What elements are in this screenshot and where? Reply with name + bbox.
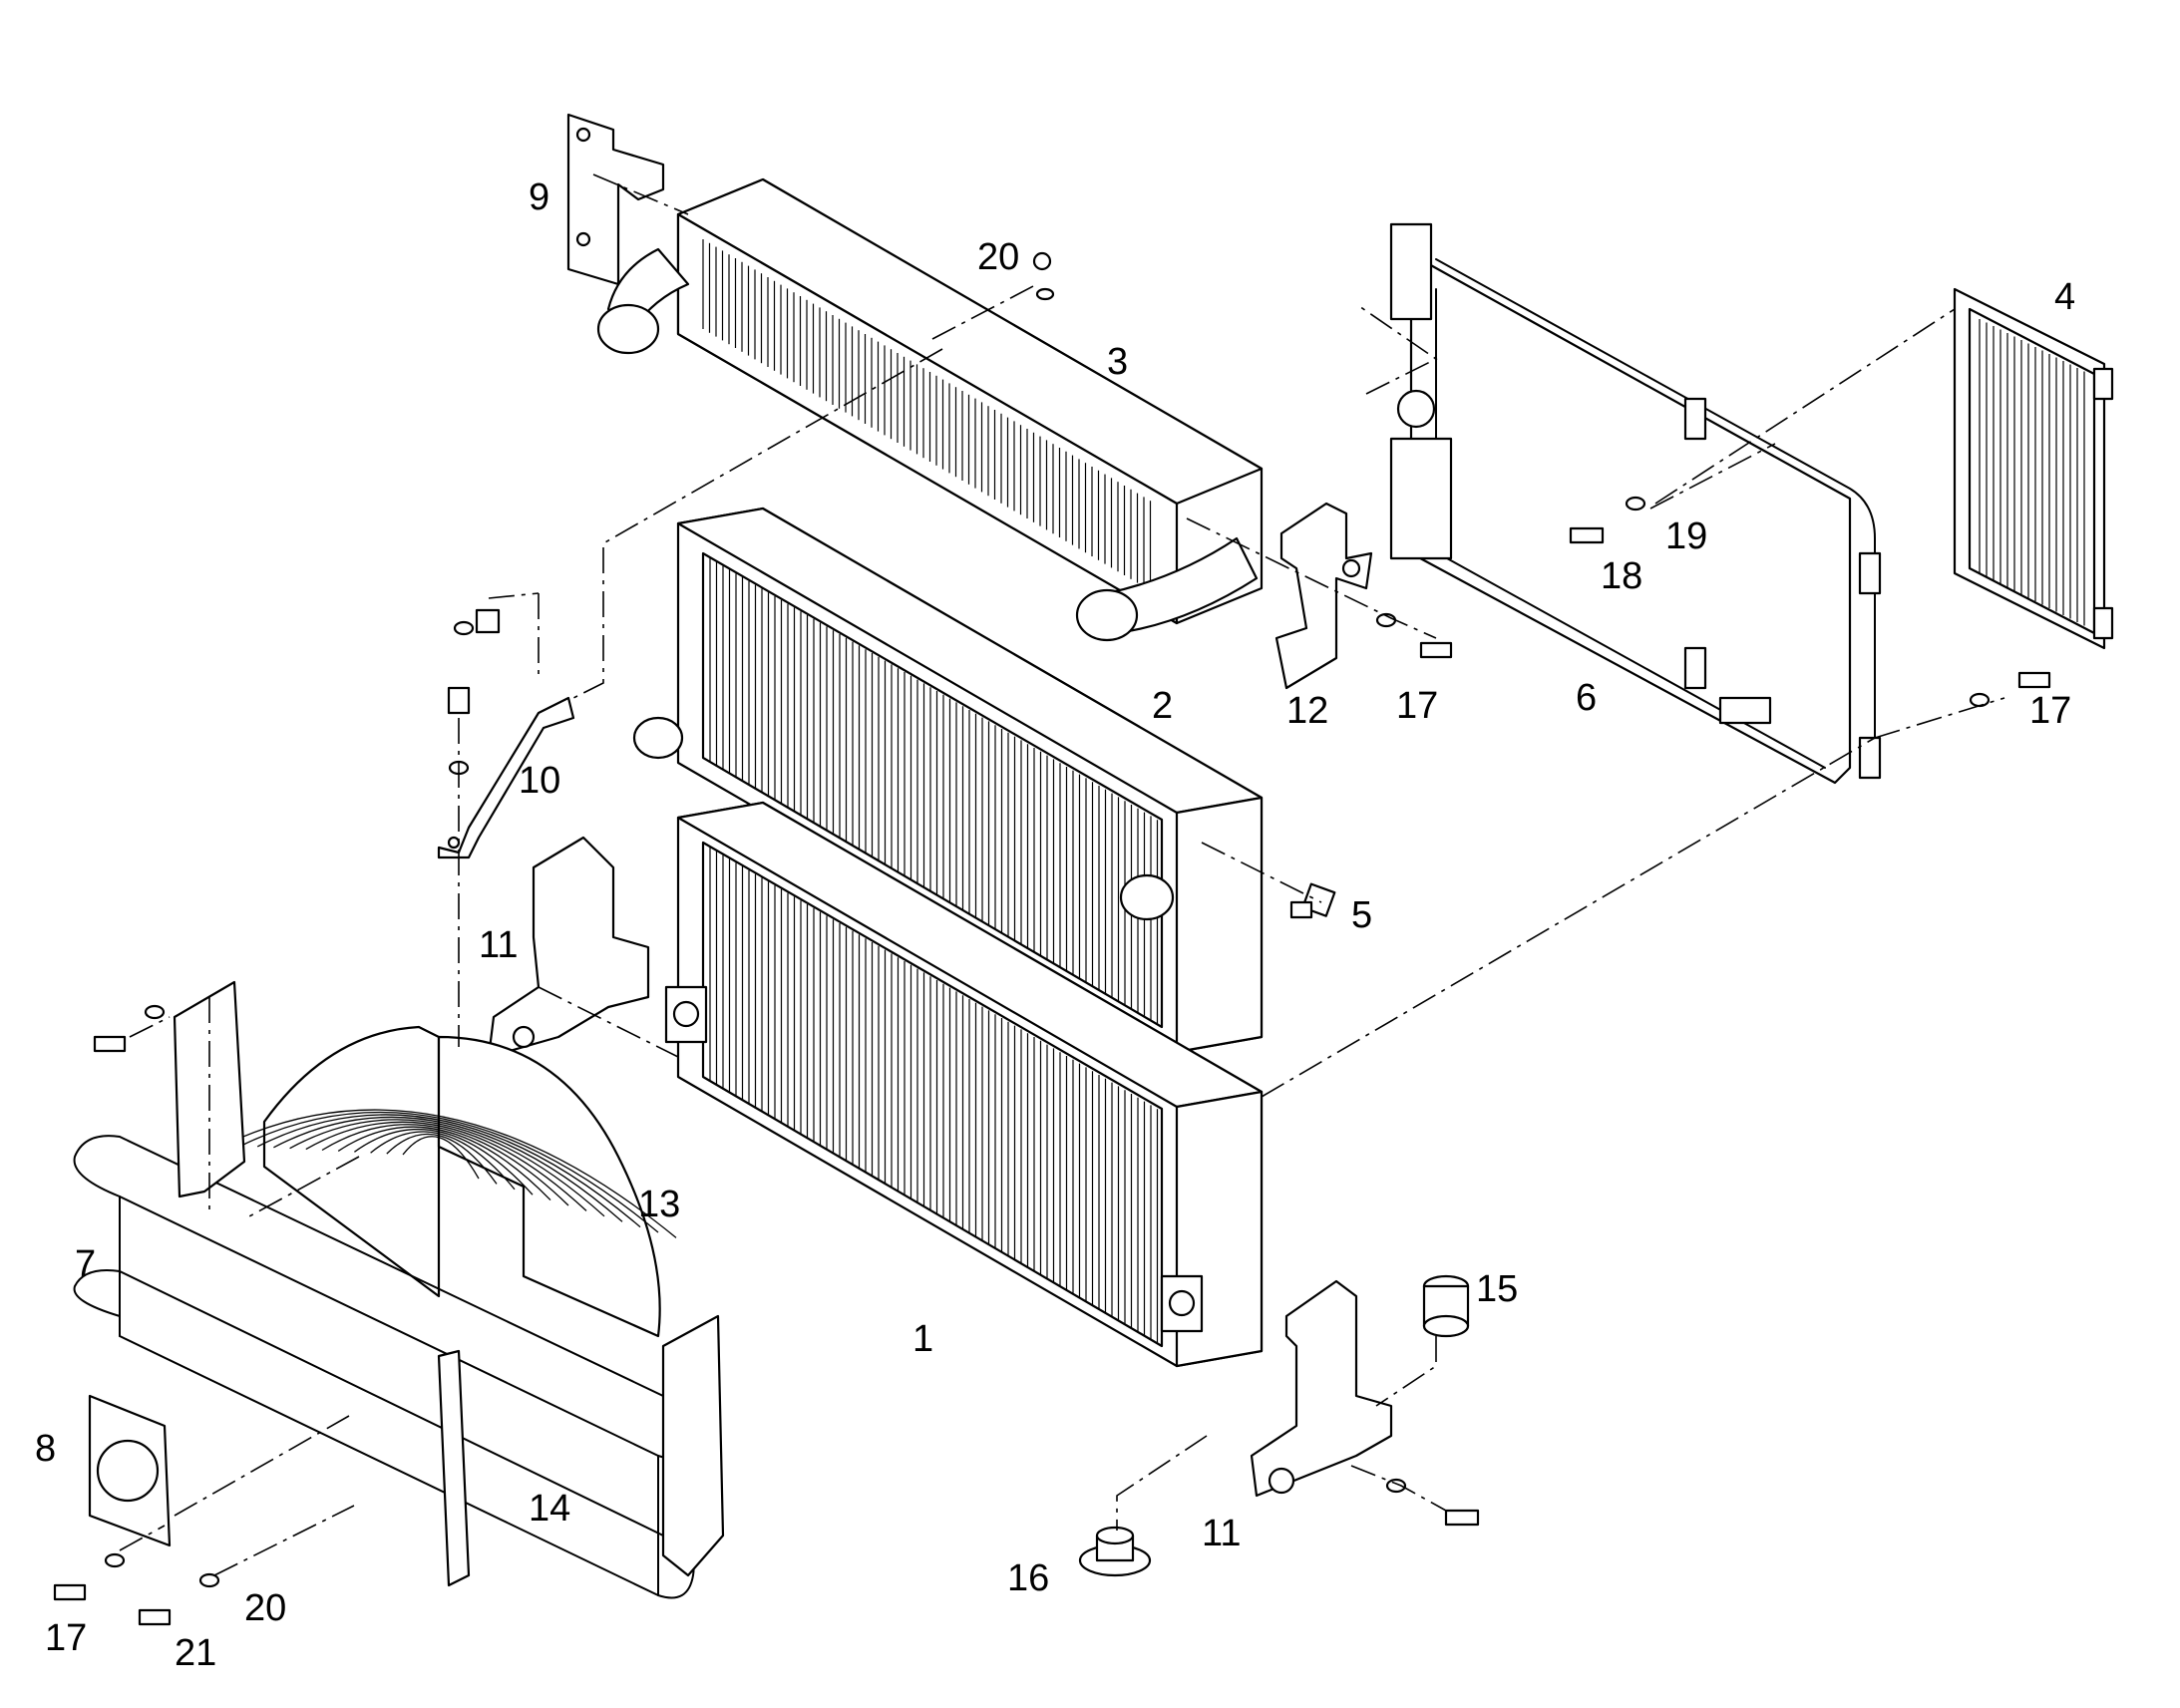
callout-9: 9 — [529, 176, 549, 218]
callout-6: 6 — [1576, 677, 1597, 719]
callout-4: 4 — [2054, 276, 2075, 318]
fan-ring — [402, 1136, 480, 1180]
charge-air-cooler — [596, 177, 1264, 642]
assembly-lines — [119, 173, 2005, 1576]
callout-11-right: 11 — [1202, 1513, 1241, 1554]
callout-19: 19 — [1665, 515, 1707, 557]
rubber-mount-16 — [1078, 1526, 1152, 1577]
fan-ring — [289, 1119, 605, 1217]
callout-10: 10 — [519, 760, 560, 802]
oil-cooler — [1953, 287, 2114, 650]
fan-ring — [256, 1114, 641, 1228]
radiator-middle — [632, 507, 1264, 1054]
callout-labels: 1 2 3 4 5 6 7 8 9 10 11 11 12 13 14 15 1… — [35, 176, 2075, 1674]
fan-ring — [305, 1121, 587, 1211]
callout-8: 8 — [35, 1428, 56, 1470]
callout-20-bottom: 20 — [244, 1587, 286, 1629]
rubber-mount-15 — [1422, 1274, 1470, 1338]
callout-3: 3 — [1107, 341, 1128, 383]
callout-12: 12 — [1286, 690, 1328, 732]
callout-1: 1 — [912, 1318, 933, 1360]
fan-ring — [240, 1111, 659, 1233]
fan-ring — [370, 1131, 516, 1191]
radiator-bottom — [664, 801, 1264, 1368]
callout-21: 21 — [175, 1632, 216, 1674]
callout-2: 2 — [1152, 685, 1173, 727]
callout-17-right: 17 — [2029, 690, 2071, 732]
callout-11-left: 11 — [479, 924, 518, 966]
callout-5: 5 — [1351, 894, 1372, 936]
plate-8-hole — [96, 1439, 160, 1503]
callout-17-center: 17 — [1396, 685, 1438, 727]
fan-ring — [321, 1124, 569, 1206]
fasteners — [53, 251, 2051, 1626]
fan-ring — [354, 1129, 534, 1196]
callout-13: 13 — [638, 1184, 680, 1225]
bracket-12 — [1274, 502, 1373, 690]
callout-16: 16 — [1007, 1557, 1049, 1599]
mounting-frame — [1389, 222, 1882, 785]
callout-15: 15 — [1476, 1268, 1518, 1310]
callout-14: 14 — [529, 1488, 570, 1530]
fan-ring — [224, 1109, 677, 1238]
bracket-9 — [566, 113, 665, 286]
bracket-11-right — [1250, 1279, 1393, 1498]
callout-20-top: 20 — [977, 236, 1019, 278]
fan-ring — [337, 1126, 551, 1201]
nut-20 — [1032, 251, 1052, 271]
drain-fitting-5 — [1289, 882, 1336, 919]
callout-7: 7 — [75, 1243, 96, 1285]
fan-ring — [386, 1133, 498, 1185]
fan-shroud — [224, 1025, 677, 1338]
callout-18: 18 — [1601, 555, 1642, 597]
guard-frame — [73, 980, 725, 1599]
callout-17-left: 17 — [45, 1617, 87, 1659]
fan-ring — [273, 1116, 623, 1222]
